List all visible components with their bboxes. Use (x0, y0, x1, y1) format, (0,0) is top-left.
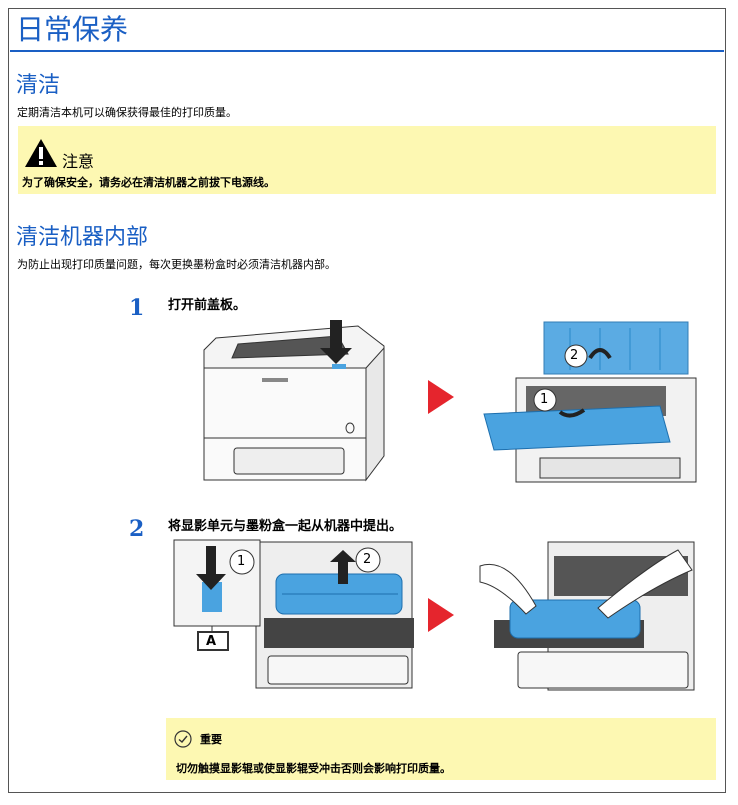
page-title: 日常保养 (16, 13, 129, 46)
step-1-callout-1: 1 (540, 392, 549, 407)
section-body-clean: 定期清洁本机可以确保获得最佳的打印质量。 (17, 106, 237, 119)
printer-open-illustration (483, 321, 697, 483)
title-rule (10, 50, 724, 52)
page-frame (8, 8, 726, 793)
important-box: 重要 切勿触摸显影辊或使显影辊受冲击否则会影响打印质量。 (166, 718, 716, 780)
step-2-callout-1: 1 (237, 554, 246, 569)
step-1-callout-2: 2 (570, 348, 579, 363)
important-text: 切勿触摸显影辊或使显影辊受冲击否则会影响打印质量。 (176, 762, 451, 775)
step-1-number: 1 (129, 295, 145, 321)
check-circle-icon (174, 730, 192, 748)
important-title: 重要 (200, 733, 222, 746)
caution-title: 注意 (62, 152, 95, 171)
lift-developer-unit-illustration (173, 539, 414, 689)
step-2-number: 2 (129, 516, 145, 542)
inset-label-a: A (206, 634, 217, 649)
step-2-next-arrow (428, 598, 454, 632)
step-2-text: 将显影单元与墨粉盒一起从机器中提出。 (168, 519, 403, 534)
step-2-callout-2: 2 (363, 552, 372, 567)
step-1-text: 打开前盖板。 (168, 298, 247, 313)
warning-triangle-icon (25, 139, 57, 167)
developer-unit-removed-illustration (479, 541, 695, 691)
section-body-inside: 为防止出现打印质量问题，每次更换墨粉盒时必须清洁机器内部。 (17, 258, 336, 271)
step-1-next-arrow (428, 380, 454, 414)
caution-box: 注意 为了确保安全，请务必在清洁机器之前拔下电源线。 (18, 126, 716, 194)
section-heading-inside: 清洁机器内部 (16, 225, 149, 250)
printer-closed-illustration (203, 320, 385, 482)
caution-text: 为了确保安全，请务必在清洁机器之前拔下电源线。 (22, 176, 275, 189)
section-heading-clean: 清洁 (16, 73, 61, 98)
